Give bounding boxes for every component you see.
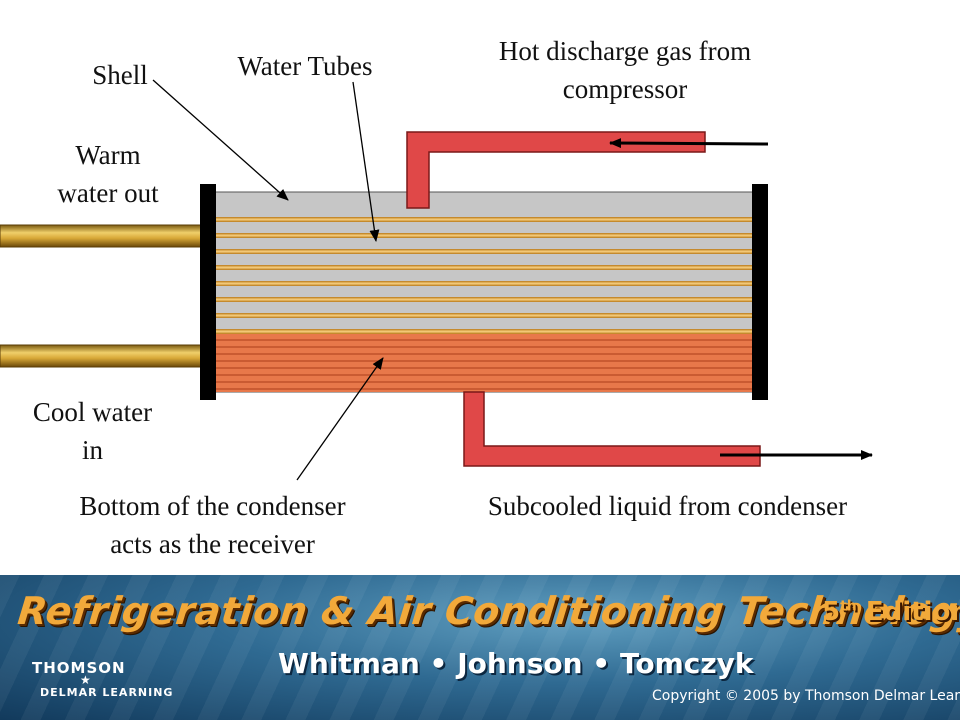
banner-rays (0, 575, 960, 720)
liquid-outlet-pipe (463, 391, 761, 467)
edition-badge: 5th Edition (822, 597, 960, 627)
hot-gas-inlet-pipe (406, 131, 706, 209)
water-tubes (214, 217, 754, 334)
water-tube-1 (214, 217, 754, 222)
hot-gas-flow-arrow (609, 138, 769, 149)
water-tube-2 (214, 233, 754, 238)
water-tube-3 (214, 249, 754, 254)
water-tube-4 (214, 265, 754, 270)
publisher-thomson: THOMSON (32, 659, 126, 677)
warm-water-pipe (0, 224, 206, 248)
water-tube-6 (214, 297, 754, 302)
copyright-notice: Copyright © 2005 by Thomson Delmar Learn… (652, 688, 960, 704)
publisher-star-icon: ★ (80, 673, 91, 687)
receiver-leader-arrow (296, 357, 384, 481)
condenser-diagram (0, 79, 873, 481)
receiver-label: Bottom of the condenser acts as the rece… (79, 491, 346, 559)
hot-gas-label: Hot discharge gas from compressor (498, 36, 752, 104)
left-tube-sheet (200, 184, 216, 400)
water-tubes-label: Water Tubes (237, 51, 373, 81)
water-tube-8 (214, 329, 754, 334)
book-title: Refrigeration & Air Conditioning Technol… (15, 589, 960, 633)
water-tube-5 (214, 281, 754, 286)
book-banner: Refrigeration & Air Conditioning Technol… (0, 575, 960, 720)
water-tube-7 (214, 313, 754, 318)
subcooled-label: Subcooled liquid from condenser (487, 491, 848, 521)
edition-number: 5 (822, 597, 841, 627)
publisher-delmar: DELMAR LEARNING (40, 686, 174, 699)
cool-water-pipe (0, 344, 206, 368)
warm-water-label: Warm water out (57, 140, 159, 208)
book-authors: Whitman • Johnson • Tomczyk (278, 647, 754, 680)
tubes-leader-arrow (352, 81, 380, 242)
shell-label: Shell (92, 60, 148, 90)
edition-suffix: th (840, 598, 857, 615)
edition-word: Edition (856, 597, 960, 627)
shell-leader-arrow (152, 79, 289, 201)
cool-water-label: Cool water in (32, 397, 153, 465)
right-tube-sheet (752, 184, 768, 400)
receiver-liquid-lines (214, 339, 754, 390)
